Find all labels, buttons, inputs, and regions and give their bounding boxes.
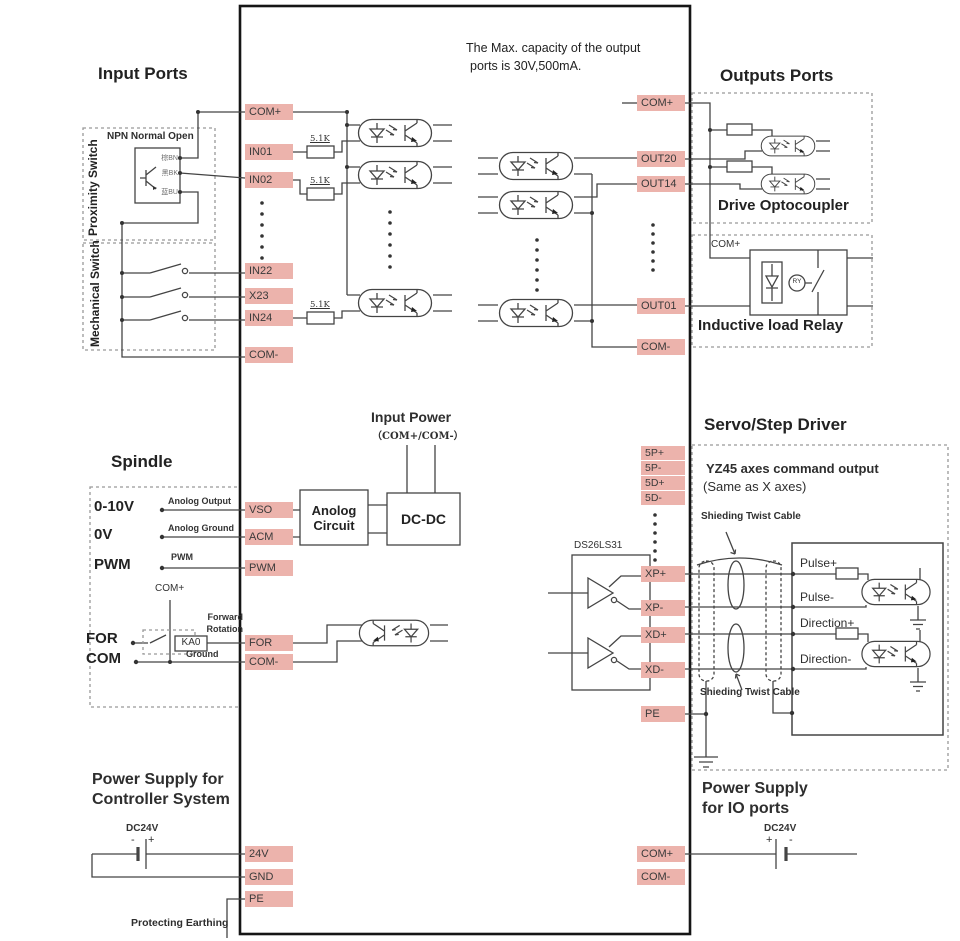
pwm-signal-label: PWM [171,552,193,562]
proximity-switch-label: Proximity Switch [86,139,100,236]
port-right-xd-minus: XD- [641,662,685,678]
protecting-earthing-label: Protecting Earthing [131,917,229,929]
port-left-for: FOR [245,635,293,651]
spindle-title: Spindle [111,452,173,471]
port-right-xp-plus: XP+ [641,566,685,582]
inductive-relay-label: Inductive load Relay [698,317,844,334]
port-right-com-plus: COM+ [637,95,685,111]
pin-direction-plus: Direction+ [800,616,855,630]
spindle-wiring [133,445,448,663]
port-left-com-minus: COM- [245,347,293,363]
port-left-pwm: PWM [245,560,293,576]
port-right-xp-minus: XP- [641,600,685,616]
input-power-subtitle: （COM+/COM-） [372,431,464,442]
port-left-x23: X23 [245,288,293,304]
servo-step-driver-title: Servo/Step Driver [704,415,847,434]
pin-pulse-minus: Pulse- [800,590,835,604]
input-power-title: Input Power [371,409,452,425]
ground-label: Ground [186,649,219,659]
wire-bn-label: 棕BN [161,155,178,162]
forward-label: Forward [207,612,243,622]
drive-optocoupler-wiring [685,102,830,259]
analog-output-label: Anolog Output [168,496,231,506]
terminal-0-10v: 0-10V [94,498,135,515]
drive-optocoupler-label: Drive Optocoupler [718,197,849,214]
port-left-in01: IN01 [245,144,293,160]
port-right-pe: PE [641,706,685,722]
rotation-label: Rotation [206,624,244,634]
psu-right-voltage: DC24V [764,823,797,834]
port-left-pe: PE [245,891,293,907]
psu-io-title-2: for IO ports [702,800,790,817]
port-right-out20: OUT20 [637,151,685,167]
psu-right-pos: + [766,834,773,846]
servo-wiring [548,531,926,768]
relay-wiring [685,250,873,315]
analog-ground-label: Anolog Ground [168,523,234,533]
spindle-com-plus: COM+ [155,583,185,594]
port-left-gnd: GND [245,869,293,885]
pin-pulse-plus: Pulse+ [800,556,838,570]
servo-note-2: (Same as X axes) [703,479,807,494]
port-right-out14: OUT14 [637,176,685,192]
relay-coil-label: RY [792,278,802,285]
port-right-5p-minus: 5P- [641,461,685,475]
port-right-5p-plus: 5P+ [641,446,685,460]
port-right-5d-minus: 5D- [641,491,685,505]
input-wiring [121,111,452,358]
ellipsis-dots [260,201,657,562]
controller-board-outline [238,4,692,936]
port-left-vso: VSO [245,502,293,518]
port-left-com-minus-2: COM- [245,654,293,670]
psu-left-voltage: DC24V [126,823,159,834]
port-left-24v: 24V [245,846,293,862]
port-left-acm: ACM [245,529,293,545]
port-right-com-plus-2: COM+ [637,846,685,862]
mechanical-switch-label: Mechanical Switch [88,240,102,347]
port-right-5d-plus: 5D+ [641,476,685,490]
shield-cable-label-bottom: Shieding Twist Cable [700,687,800,698]
port-right-com-minus-2: COM- [637,869,685,885]
resistor-value-1: 5.1K [310,134,330,144]
analog-circuit-box-label: Anolog Circuit [311,502,357,533]
psu-io-title-1: Power Supply [702,780,808,797]
port-right-com-minus: COM- [637,339,685,355]
port-left-in22: IN22 [245,263,293,279]
resistor-value-3: 5.1K [310,300,330,310]
psu-right-neg: - [789,834,793,846]
output-wiring [478,102,637,348]
psu-left-neg: - [131,834,135,846]
dashed-boxes [82,92,949,771]
terminal-0v: 0V [94,526,113,543]
junction-dots [120,110,796,717]
servo-note-1: YZ45 axes command output [706,461,879,476]
relay-com-label: COM+ [711,239,741,250]
psu-controller-title-2: Controller System [92,791,230,808]
terminal-pwm: PWM [94,556,131,573]
input-ports-title: Input Ports [98,64,188,83]
port-right-out01: OUT01 [637,298,685,314]
psu-wiring [91,839,857,938]
outputs-ports-title: Outputs Ports [720,66,834,85]
ka0-relay-label: KA0 [181,637,201,648]
pin-direction-minus: Direction- [800,652,852,666]
npn-label: NPN Normal Open [107,131,194,142]
wire-bu-label: 蓝BU [161,189,178,196]
resistor-value-2: 5.1K [310,176,330,186]
port-right-xd-plus: XD+ [641,627,685,643]
wire-bk-label: 黑BK [161,170,178,177]
ds26ls31-label: DS26LS31 [574,540,623,551]
port-left-in24: IN24 [245,310,293,326]
psu-left-pos: + [148,834,155,846]
terminal-for: FOR [86,630,118,647]
capacity-note-line1: The Max. capacity of the output [466,41,641,55]
shield-cable-label-top: Shieding Twist Cable [701,511,801,522]
capacity-note-line2: ports is 30V,500mA. [470,59,582,73]
terminal-com: COM [86,650,121,667]
dcdc-box-label: DC-DC [400,511,447,527]
port-left-in02: IN02 [245,172,293,188]
psu-controller-title-1: Power Supply for [92,771,224,788]
port-left-com-plus: COM+ [245,104,293,120]
